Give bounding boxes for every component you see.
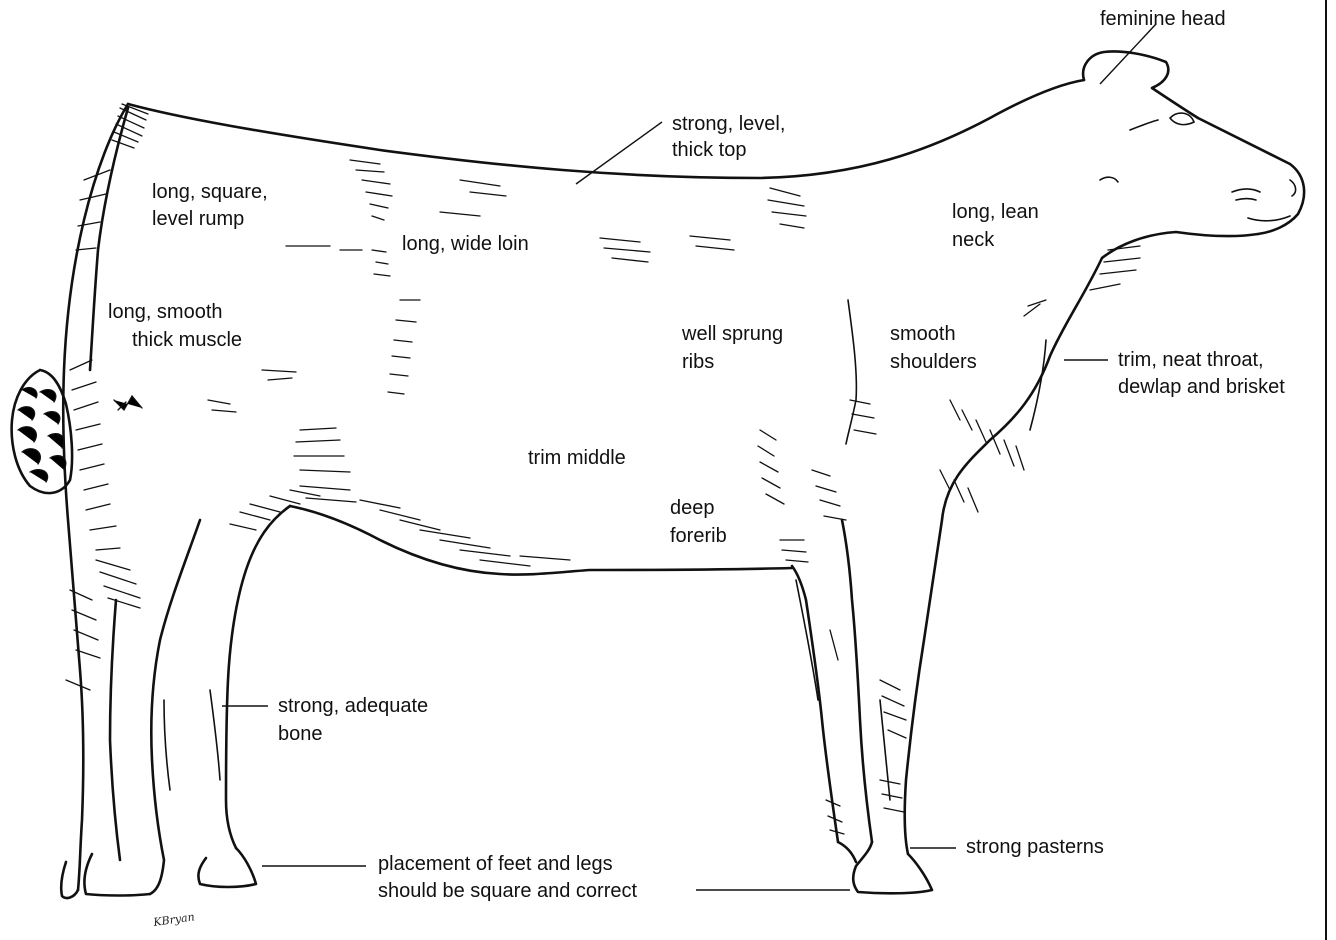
label-neck-2: neck [952,229,995,251]
label-throat-2: dewlap and brisket [1118,376,1285,398]
label-bone-2: bone [278,723,323,745]
label-shoulders-1: smooth [890,323,956,345]
label-muscle-1: long, smooth [108,301,223,323]
label-topline-2: thick top [672,139,746,161]
label-feet-2: should be square and correct [378,880,637,902]
leader-feminine-head [1100,24,1156,84]
heifer-outline [12,51,1304,898]
label-neck-1: long, lean [952,201,1039,223]
label-shoulders-2: shoulders [890,351,977,373]
label-feet-1: placement of feet and legs [378,853,613,875]
label-feminine-head: feminine head [1100,8,1226,30]
label-rump-1: long, square, [152,181,268,203]
artist-signature: KBryan [152,910,196,929]
label-rump-2: level rump [152,208,244,230]
trait-labels: feminine head strong, level, thick top l… [108,8,1285,902]
label-bone-1: strong, adequate [278,695,428,717]
label-forerib-2: forerib [670,525,727,547]
label-throat-1: trim, neat throat, [1118,349,1264,371]
label-ribs-1: well sprung [681,323,783,345]
label-middle: trim middle [528,447,626,469]
label-pasterns: strong pasterns [966,836,1104,858]
label-ribs-2: ribs [682,351,714,373]
label-topline-1: strong, level, [672,113,785,135]
label-loin: long, wide loin [402,233,529,255]
label-muscle-2: thick muscle [132,329,242,351]
label-forerib-1: deep [670,497,715,519]
